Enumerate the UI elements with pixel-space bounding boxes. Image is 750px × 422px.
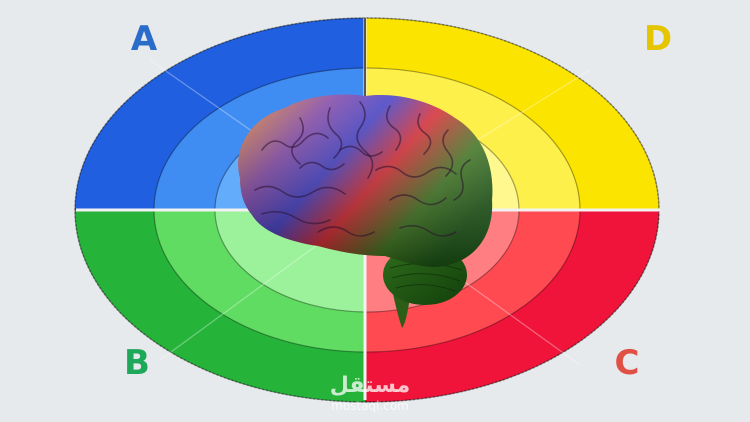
watermark-arabic: مستقل bbox=[330, 373, 410, 398]
watermark-latin: mostaql.com bbox=[331, 399, 409, 413]
brain-illustration bbox=[238, 94, 493, 328]
quadrant-label-a: A bbox=[131, 19, 158, 59]
quadrant-label-d: D bbox=[644, 19, 672, 59]
mostaql-watermark: مستقل mostaql.com bbox=[330, 373, 410, 413]
quadrant-label-b: B bbox=[124, 343, 150, 383]
quadrant-label-c: C bbox=[615, 343, 640, 383]
